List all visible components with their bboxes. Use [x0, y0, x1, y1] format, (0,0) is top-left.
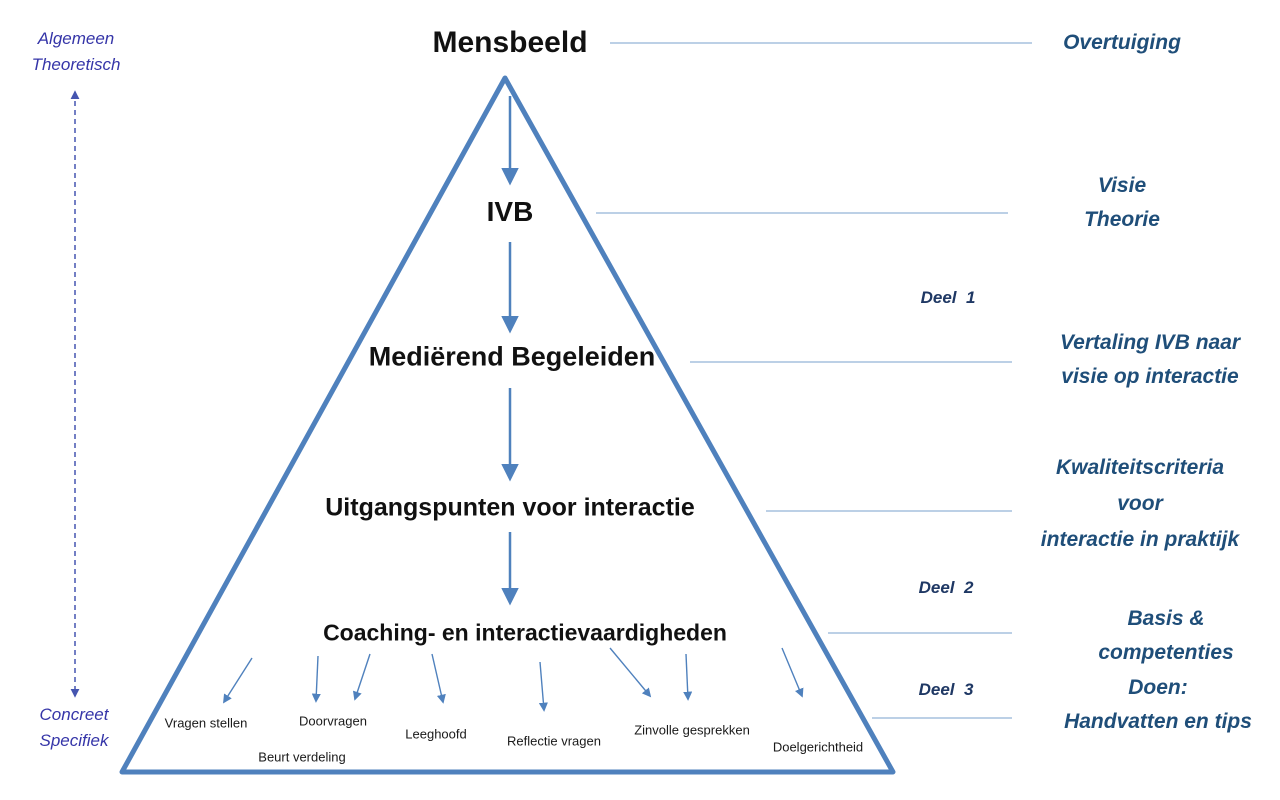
- level-mensbeeld: Mensbeeld: [432, 26, 588, 59]
- annotation-kwaliteitscriteria: Kwaliteitscriteria voor interactie in pr…: [1041, 450, 1239, 558]
- annotation-kwaliteit-line2: voor: [1117, 492, 1163, 515]
- axis-label-bottom: Concreet Specifiek: [40, 702, 109, 754]
- skill-vragen-stellen: Vragen stellen: [164, 715, 248, 731]
- axis-label-specifiek: Specifiek: [39, 731, 109, 750]
- label-deel-3: Deel 3: [918, 680, 974, 699]
- skill-leeghoofd: Leeghoofd: [405, 726, 467, 742]
- label-deel-1: Deel 1: [920, 288, 976, 307]
- annotation-overtuiging: Overtuiging: [1063, 26, 1181, 60]
- annotation-doen-line1: Doen:: [1128, 676, 1188, 699]
- pyramid-triangle: [119, 75, 896, 775]
- axis-label-theoretisch: Theoretisch: [31, 55, 121, 74]
- axis-label-top: Algemeen Theoretisch: [32, 26, 121, 78]
- annotation-basis-competenties: Basis & competenties: [1098, 602, 1233, 670]
- fan-arrow-zinvolle-gesprekken-1-icon: [609, 647, 652, 698]
- fan-arrow-vragen-stellen-icon: [223, 657, 253, 704]
- level-uitgangspunten: Uitgangspunten voor interactie: [325, 493, 695, 522]
- fan-arrow-reflectie-vragen-icon: [538, 661, 548, 712]
- fan-arrow-beurt-verdeling-icon: [352, 653, 371, 701]
- annotation-vertaling-line1: Vertaling IVB naar: [1059, 331, 1241, 354]
- annotation-visie-theorie: Visie Theorie: [1084, 169, 1160, 237]
- annotation-vertaling-line2: visie op interactie: [1061, 365, 1239, 388]
- annotation-visie-line2: Theorie: [1084, 208, 1160, 231]
- fan-arrow-doelgerichtheid-icon: [781, 647, 804, 698]
- annotation-visie-line1: Visie: [1097, 174, 1147, 197]
- annotation-doen-line2: Handvatten en tips: [1064, 710, 1252, 733]
- level-medierend: Mediërend Begeleiden: [368, 341, 656, 372]
- annotation-basis-line2: competenties: [1098, 641, 1234, 664]
- annotation-vertaling: Vertaling IVB naar visie op interactie: [1060, 326, 1240, 394]
- fan-arrow-doorvragen-icon: [311, 655, 321, 703]
- axis-label-algemeen: Algemeen: [37, 29, 115, 48]
- skill-zinvolle-gesprekken: Zinvolle gesprekken: [634, 722, 750, 738]
- skill-doelgerichtheid: Doelgerichtheid: [772, 739, 864, 755]
- fan-arrow-leeghoofd-icon: [431, 653, 446, 704]
- annotation-doen: Doen: Handvatten en tips: [1064, 671, 1252, 739]
- level-ivb: IVB: [486, 196, 534, 227]
- skill-doorvragen: Doorvragen: [299, 713, 367, 729]
- skill-beurt-verdeling: Beurt verdeling: [258, 749, 346, 765]
- skill-reflectie-vragen: Reflectie vragen: [507, 733, 601, 749]
- axis-label-concreet: Concreet: [39, 705, 109, 724]
- label-deel-2: Deel 2: [918, 578, 974, 597]
- annotation-kwaliteit-line1: Kwaliteitscriteria: [1055, 456, 1225, 479]
- annotation-overtuiging-text: Overtuiging: [1063, 31, 1181, 54]
- level-coaching: Coaching- en interactievaardigheden: [323, 619, 727, 646]
- fan-arrow-zinvolle-gesprekken-2-icon: [683, 653, 693, 701]
- annotation-kwaliteit-line3: interactie in praktijk: [1040, 528, 1240, 551]
- annotation-basis-line1: Basis &: [1127, 607, 1205, 630]
